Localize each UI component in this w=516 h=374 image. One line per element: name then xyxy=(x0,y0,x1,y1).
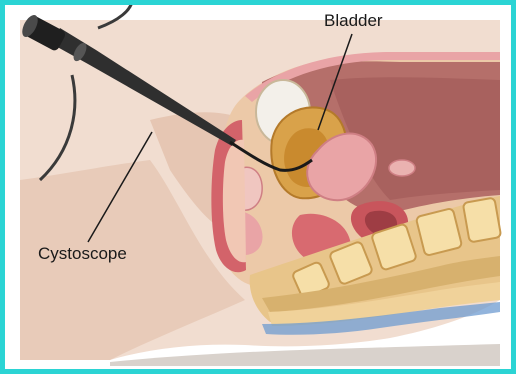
bladder-label: Bladder xyxy=(324,11,383,31)
cystoscope-label: Cystoscope xyxy=(38,244,127,264)
